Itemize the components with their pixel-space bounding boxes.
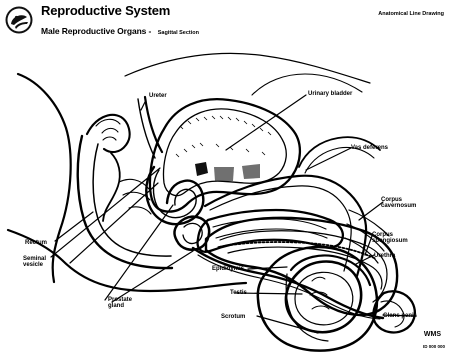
glans-penis-label: Glans penis [383, 313, 417, 319]
footer-small-text: ID 000 000 [423, 344, 445, 349]
seminal-vesicle-line-2: vesicle [23, 262, 46, 268]
testis-label: Testis [230, 290, 247, 296]
ureter-label: Ureter [149, 93, 167, 99]
vas-deferens-label: Vas deferens [351, 145, 388, 151]
urinary-bladder-label: Urinary bladder [308, 91, 352, 97]
seminal-vesicle-label: Seminal vesicle [23, 256, 46, 269]
epididymis-label: Epididymis [212, 266, 244, 272]
corpus-cavernosum-label: Corpus cavernosum [381, 197, 416, 210]
corpus-spongiosum-label: Corpus spongiosum [372, 232, 408, 245]
corpus-spongiosum-line-2: spongiosum [372, 238, 408, 244]
corpus-cavernosum-line-2: cavernosum [381, 203, 416, 209]
prostate-gland-line-2: gland [108, 303, 132, 309]
prostate-gland-label: Prostate gland [108, 297, 132, 310]
scrotum-label: Scrotum [221, 314, 245, 320]
rectum-label: Rectum [25, 240, 47, 246]
urethra-label: Urethra [374, 253, 395, 259]
footer-code: WMS [424, 331, 441, 338]
